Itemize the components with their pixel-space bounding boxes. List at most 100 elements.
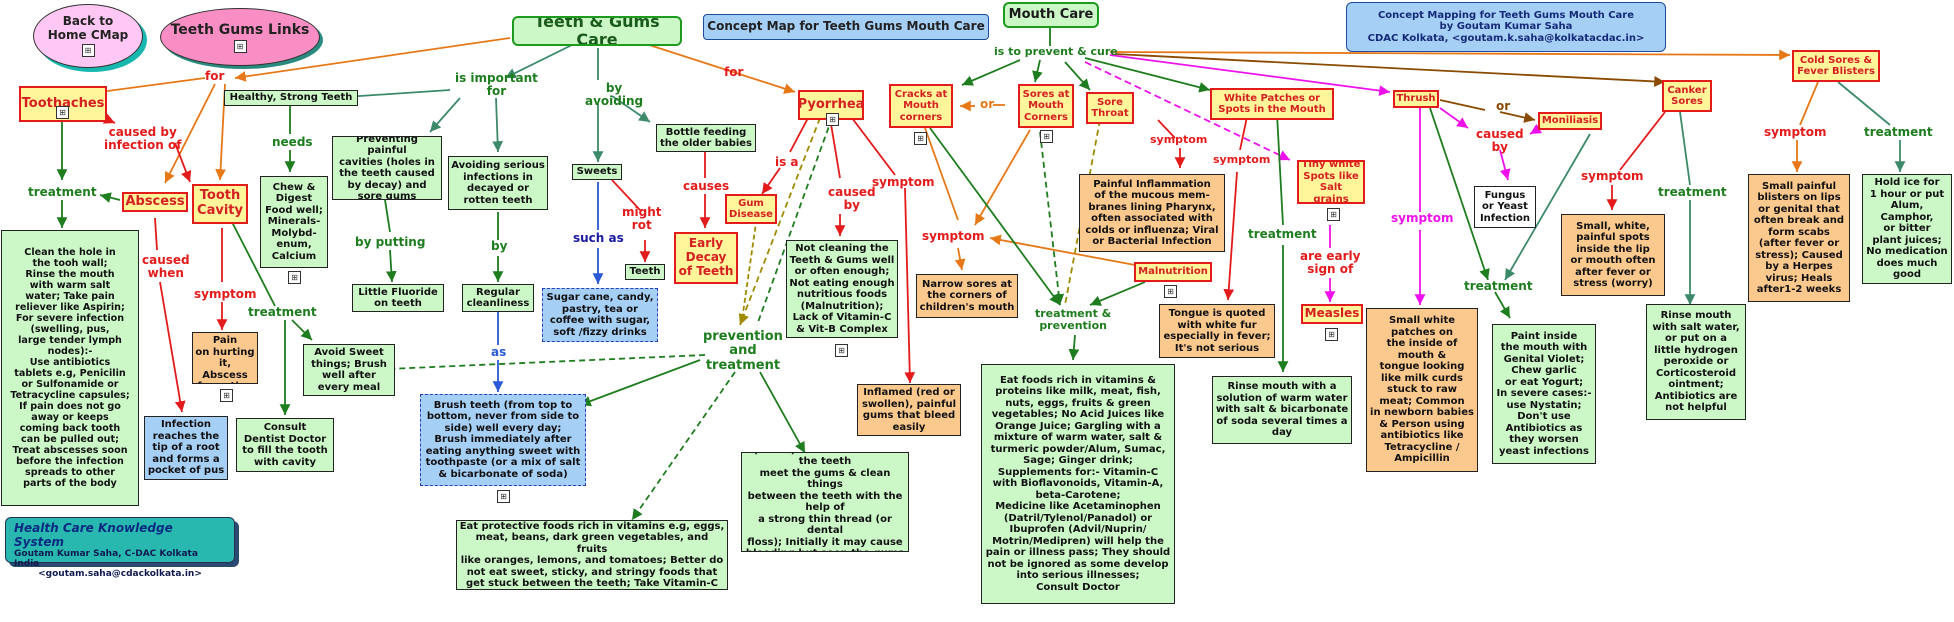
back-home-link[interactable]: Back to Home CMap ⊞ [33, 4, 143, 68]
node-teeth: Teeth [625, 264, 665, 280]
label-is-important-for: is important for [455, 71, 538, 99]
node-eat-foods: Eat foods rich in vitamins & proteins li… [981, 364, 1175, 604]
node-early-decay[interactable]: Early Decay of Teeth [674, 232, 738, 284]
concept-map-title: Concept Map for Teeth Gums Mouth Care [703, 14, 989, 40]
node-tiny-spots[interactable]: Tiny white Spots like Salt grains [1297, 160, 1365, 204]
links-title: Teeth Gums Links [170, 21, 310, 38]
node-rinse-bicarbonate: Rinse mouth with a solution of warm wate… [1212, 376, 1352, 444]
node-malnutrition[interactable]: Malnutrition [1134, 262, 1212, 282]
tiny-spots-label: Tiny white Spots like Salt grains [1301, 160, 1361, 204]
node-sores-corners[interactable]: Sores at Mouth Corners [1018, 84, 1074, 128]
label-caused-by-infection: caused by infection of [104, 125, 182, 153]
back-home-label: Back to Home CMap [47, 13, 129, 42]
node-narrow-sores: Narrow sores at the corners of children'… [916, 274, 1018, 318]
brush-teeth-text: Brush teeth (from top to bottom, never f… [425, 399, 581, 480]
node-gum-disease[interactable]: Gum Disease [725, 194, 777, 224]
teeth-gums-links[interactable]: Teeth Gums Links ⊞ [160, 8, 320, 66]
node-regular-cleanliness: Regular cleanliness [462, 284, 534, 312]
label-needs: needs [272, 135, 313, 149]
cmap-icon[interactable]: ⊞ [56, 106, 69, 119]
label-caused-by-thrush: caused by [1476, 127, 1524, 155]
node-abscess[interactable]: Abscess [122, 192, 188, 212]
node-small-white-patches: Small white patches on the inside of mou… [1366, 308, 1478, 472]
label-by: by [491, 239, 508, 253]
cmap-icon[interactable]: ⊞ [1040, 130, 1053, 143]
node-tooth-cavity[interactable]: Tooth Cavity [192, 184, 248, 224]
node-avoid-sweet: Avoid Sweet things; Brush well after eve… [303, 344, 395, 396]
label-symptom-pyorrhea: symptom [872, 175, 935, 189]
node-white-patches[interactable]: White Patches or Spots in the Mouth [1210, 88, 1334, 120]
label-symptom-throat: symptom [1150, 133, 1208, 146]
cmap-icon[interactable]: ⊞ [288, 271, 301, 284]
node-cold-sores[interactable]: Cold Sores & Fever Blisters [1792, 50, 1880, 82]
label-treatment-thrush: treatment [1464, 279, 1533, 293]
toothaches-label: Toothaches [21, 95, 105, 111]
label-by-putting: by putting [355, 235, 426, 249]
cmap-icon[interactable]: ⊞ [914, 132, 927, 145]
node-inflamed: Inflamed (red or swollen), painful gums … [857, 384, 961, 436]
label-symptom-mid: symptom [922, 229, 985, 243]
label-caused-when: caused when [142, 253, 190, 281]
node-little-fluoride: Little Fluoride on teeth [352, 284, 444, 312]
label-by-avoiding: by avoiding [585, 81, 644, 109]
pyorrhea-label: Pyorrhea [798, 96, 864, 112]
node-thrush[interactable]: Thrush [1393, 90, 1439, 108]
cmap-icon[interactable]: ⊞ [497, 490, 510, 503]
footer-line1: Goutam Kumar Saha, C-DAC Kolkata India [14, 549, 198, 569]
node-rinse-hydrogen: Rinse mouth with salt water, or put on a… [1646, 304, 1746, 420]
node-painful-inflammation: Painful Inflammation of the mucous mem- … [1079, 174, 1225, 252]
node-brush-teeth: Brush teeth (from top to bottom, never f… [420, 394, 586, 486]
label-for-left: for [205, 69, 225, 83]
node-sore-throat[interactable]: Sore Throat [1086, 92, 1134, 124]
cmap-icon[interactable]: ⊞ [233, 39, 247, 53]
cmap-icon[interactable]: ⊞ [1164, 285, 1177, 298]
cmap-icon[interactable]: ⊞ [220, 389, 233, 402]
node-chew: Chew & Digest Food well; Minerals- Molyb… [260, 176, 328, 268]
sores-corners-label: Sores at Mouth Corners [1022, 88, 1070, 123]
node-cracks[interactable]: Cracks at Mouth corners [889, 84, 953, 128]
footer-box[interactable]: Health Care Knowledge System Goutam Kuma… [5, 517, 235, 579]
credit-box: Concept Mapping for Teeth Gums Mouth Car… [1346, 2, 1666, 52]
label-treatment-cavity: treatment [248, 305, 317, 319]
node-measles[interactable]: Measles [1301, 304, 1363, 324]
label-are-early-sign: are early sign of [1300, 249, 1361, 277]
label-symptom-thrush: symptom [1391, 211, 1454, 225]
cmap-icon[interactable]: ⊞ [835, 344, 848, 357]
footer-title: Health Care Knowledge System [14, 521, 173, 549]
node-infection-root: Infection reaches the tip of a root and … [144, 416, 228, 480]
label-prevention-treatment: prevention and treatment [703, 329, 783, 373]
node-main-title[interactable]: Teeth & Gums Care [512, 16, 682, 46]
node-mouth-care[interactable]: Mouth Care [1003, 2, 1099, 28]
node-small-blisters: Small painful blisters on lips or genita… [1748, 174, 1850, 302]
label-symptom-cavity: symptom [194, 287, 257, 301]
label-symptom-cold: symptom [1764, 125, 1827, 139]
label-is-to-prevent-cure: is to prevent & cure [994, 45, 1118, 58]
node-canker-sores[interactable]: Canker Sores [1662, 80, 1712, 112]
cmap-icon[interactable]: ⊞ [1327, 208, 1340, 221]
label-is-a: is a [775, 155, 799, 169]
node-prevent-cavities: Preventing painful cavities (holes in th… [332, 136, 442, 200]
cmap-icon[interactable]: ⊞ [1325, 328, 1338, 341]
node-scrape: Scrape off the dark yellow crust (tartar… [741, 452, 909, 552]
node-small-painful-spots: Small, white, painful spots inside the l… [1561, 214, 1665, 296]
label-such-as: such as [573, 231, 624, 245]
cmap-icon[interactable]: ⊞ [826, 113, 839, 126]
label-causes: causes [683, 179, 730, 193]
label-might-rot: might rot [622, 205, 662, 233]
node-consult-dentist: Consult Dentist Doctor to fill the tooth… [236, 418, 334, 472]
node-sugar-cane: Sugar cane, candy, pastry, tea or coffee… [542, 288, 658, 342]
label-treatment-cold: treatment [1864, 125, 1933, 139]
label-treatment-patches: treatment [1248, 227, 1317, 241]
node-healthy-teeth[interactable]: Healthy, Strong Teeth [224, 90, 358, 106]
node-moniliasis[interactable]: Moniliasis [1538, 112, 1602, 130]
cmap-icon[interactable]: ⊞ [81, 44, 95, 58]
node-bottle-feeding: Bottle feeding the older babies [656, 124, 756, 152]
label-as: as [491, 345, 507, 359]
node-avoid-infections: Avoiding serious infections in decayed o… [448, 156, 548, 210]
node-hold-ice: Hold ice for 1 hour or put Alum, Camphor… [1862, 174, 1952, 284]
node-fungus: Fungus or Yeast Infection [1474, 186, 1536, 228]
label-treatment-prevention: treatment & prevention [1035, 307, 1112, 333]
node-tongue-quoted: Tongue is quoted with white fur especial… [1159, 304, 1275, 358]
footer-line2: <goutam.saha@cdackolkata.in> [38, 569, 202, 579]
